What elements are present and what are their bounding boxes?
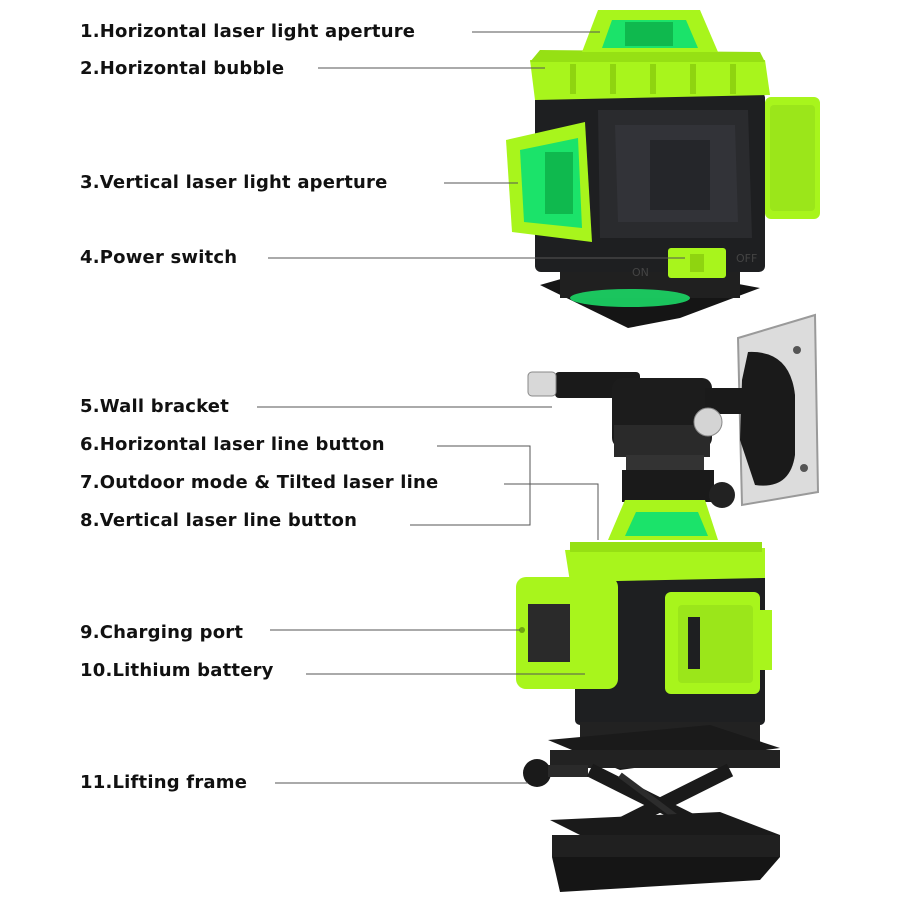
lifting-frame	[523, 725, 780, 892]
switch-off-text: OFF	[736, 252, 757, 265]
callout-horizontal-line-button: 6.Horizontal laser line button	[80, 434, 385, 455]
leader-line-7	[504, 483, 599, 540]
leader-line-6	[410, 445, 531, 526]
wall-bracket	[527, 313, 820, 508]
callout-wall-bracket: 5.Wall bracket	[80, 396, 230, 417]
switch-on-text: ON	[632, 266, 649, 279]
callout-horizontal-bubble: 2.Horizontal bubble	[80, 58, 285, 79]
laser-level-bottom-unit	[516, 500, 772, 742]
leader-lines	[257, 31, 685, 784]
callout-lifting-frame: 11.Lifting frame	[80, 772, 248, 793]
callout-power-switch: 4.Power switch	[80, 247, 238, 268]
callout-horizontal-laser-aperture: 1.Horizontal laser light aperture	[80, 21, 416, 42]
laser-level-top-unit: ON OFF	[506, 10, 820, 328]
callout-vertical-laser-aperture: 3.Vertical laser light aperture	[80, 172, 388, 193]
callout-charging-port: 9.Charging port	[80, 622, 244, 643]
callout-outdoor-mode: 7.Outdoor mode & Tilted laser line	[80, 472, 439, 493]
callout-vertical-line-button: 8.Vertical laser line button	[80, 510, 358, 531]
callout-lithium-battery: 10.Lithium battery	[80, 660, 274, 681]
